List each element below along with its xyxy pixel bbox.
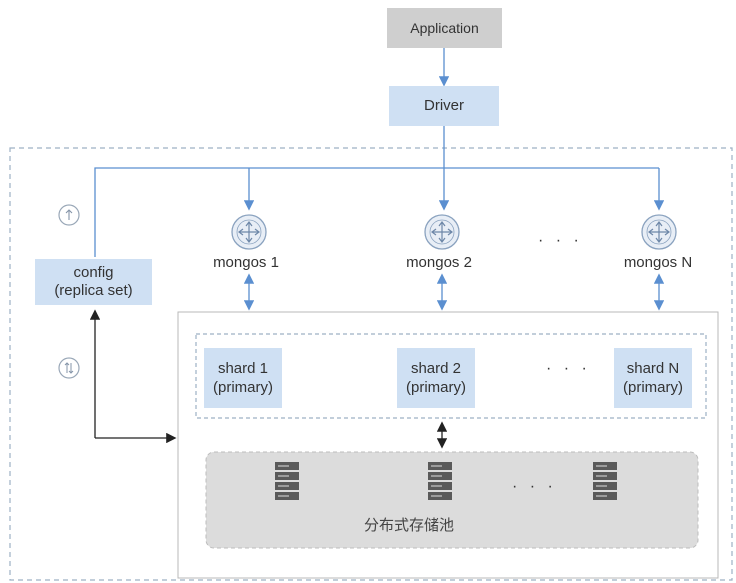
mongos-ellipsis: · · · <box>538 232 583 249</box>
shard-group <box>195 333 707 419</box>
shard-n-node: shard N (primary) <box>614 348 692 408</box>
server-icon <box>428 462 452 500</box>
shard-2-role: (primary) <box>406 379 466 396</box>
storage-pool-label: 分布式存储池 <box>363 517 454 534</box>
shard-n-role: (primary) <box>623 379 683 396</box>
driver-label: Driver <box>424 97 464 114</box>
config-label: config <box>73 264 114 281</box>
shard-1-name: shard 1 <box>217 360 269 377</box>
shard-ellipsis: · · · <box>546 360 591 377</box>
sync-arrows-circle-icon <box>58 357 80 379</box>
shard-1-role: (primary) <box>213 379 273 396</box>
server-icon <box>275 462 299 500</box>
application-node: Application <box>387 8 502 48</box>
router-icon <box>641 214 677 250</box>
storage-ellipsis: · · · <box>512 478 557 495</box>
driver-node: Driver <box>389 86 499 126</box>
shard-2-node: shard 2 (primary) <box>397 348 475 408</box>
shard-1-node: shard 1 (primary) <box>204 348 282 408</box>
mongos-2-label: mongos 2 <box>406 254 472 271</box>
router-icon <box>231 214 267 250</box>
cluster-boundary <box>9 147 733 581</box>
mongos-1-label: mongos 1 <box>213 254 279 271</box>
config-sublabel: (replica set) <box>54 282 133 299</box>
up-arrow-circle-icon <box>58 204 80 226</box>
server-icon <box>593 462 617 500</box>
application-label: Application <box>410 20 479 36</box>
router-icon <box>424 214 460 250</box>
config-node: config (replica set) <box>35 259 152 305</box>
mongos-n-label: mongos N <box>623 254 693 271</box>
shard-2-name: shard 2 <box>410 360 462 377</box>
shard-n-name: shard N <box>626 360 680 377</box>
mongos-bus <box>94 167 659 257</box>
